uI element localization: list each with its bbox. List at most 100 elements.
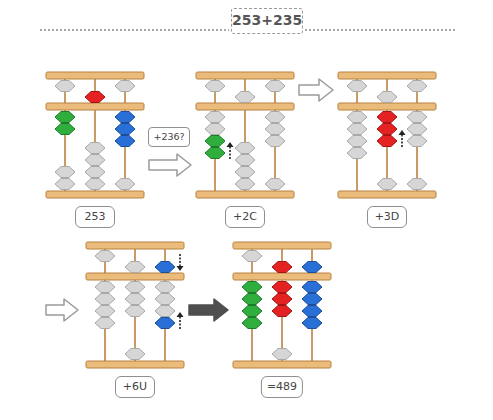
step-label: +6U [115, 376, 155, 398]
abacus-bar [46, 72, 144, 79]
abacus-bead [265, 124, 285, 135]
abacus-bead [205, 112, 225, 123]
abacus-bar [46, 103, 144, 110]
abacus-bead [125, 306, 145, 317]
abacus-bead [235, 179, 255, 190]
note-box: +236? [148, 127, 190, 147]
abacus-bead [347, 124, 367, 135]
abacus-bead [272, 282, 292, 293]
abacus-bead [407, 112, 427, 123]
abacus-bar [86, 242, 184, 249]
abacus-bead [115, 124, 135, 135]
abacus-bead [302, 294, 322, 305]
abacus-bar [338, 191, 436, 198]
abacus-bead [265, 81, 285, 92]
abacus-bead [115, 136, 135, 147]
abacus-bar [233, 242, 331, 249]
abacus-bead [155, 294, 175, 305]
abacus-bead [272, 306, 292, 317]
abacus-bead [272, 262, 292, 273]
abacus-bead [125, 262, 145, 273]
abacus-bead [235, 143, 255, 154]
title-box: 253+235 [231, 8, 303, 34]
abacus-bar [338, 103, 436, 110]
abacus [85, 240, 185, 370]
abacus-bead [155, 262, 175, 273]
abacus-bead [95, 294, 115, 305]
abacus-bead [377, 179, 397, 190]
header-rule [40, 29, 229, 30]
step-label: +3D [367, 206, 407, 228]
abacus-bead [115, 112, 135, 123]
abacus-bead [115, 179, 135, 190]
abacus-bar [233, 273, 331, 280]
abacus-bead [55, 81, 75, 92]
move-arrow [401, 135, 403, 147]
abacus-bead [125, 282, 145, 293]
move-arrow-head [227, 142, 234, 147]
flow-arrow [189, 299, 228, 321]
abacus-bead [205, 136, 225, 147]
abacus-bead [242, 251, 262, 262]
abacus-bead [205, 148, 225, 159]
abacus [195, 70, 295, 200]
abacus-bead [407, 81, 427, 92]
abacus-bead [377, 136, 397, 147]
abacus [45, 70, 145, 200]
abacus-bead [155, 318, 175, 329]
abacus-bead [95, 318, 115, 329]
move-arrow [229, 147, 231, 159]
abacus-bead [377, 124, 397, 135]
step-label: =489 [261, 376, 303, 398]
abacus-bar [196, 72, 294, 79]
abacus-step: +2C [195, 70, 295, 230]
abacus-bar [86, 273, 184, 280]
abacus [232, 240, 332, 370]
flow-arrow [46, 299, 78, 321]
abacus-bead [235, 92, 255, 103]
abacus-bead [302, 282, 322, 293]
abacus-bead [155, 282, 175, 293]
abacus-bead [265, 136, 285, 147]
abacus-step: +6U [85, 240, 185, 400]
abacus-bar [196, 191, 294, 198]
move-arrow-head [177, 312, 184, 317]
abacus-bead [272, 349, 292, 360]
abacus-bead [95, 282, 115, 293]
abacus-bead [302, 306, 322, 317]
header-rule [305, 29, 456, 30]
abacus-bead [205, 124, 225, 135]
abacus-bead [115, 81, 135, 92]
abacus-bead [347, 81, 367, 92]
move-arrow-head [177, 266, 184, 271]
abacus-bead [242, 282, 262, 293]
note-text: +236? [153, 131, 184, 142]
abacus-bead [265, 179, 285, 190]
abacus-bar [46, 191, 144, 198]
flow-arrow [149, 154, 191, 176]
abacus-bead [55, 112, 75, 123]
abacus-step: =489 [232, 240, 332, 400]
abacus-bead [205, 81, 225, 92]
abacus-bead [242, 318, 262, 329]
abacus-bead [85, 143, 105, 154]
abacus-bar [338, 72, 436, 79]
abacus-bead [302, 262, 322, 273]
step-label: +2C [225, 206, 265, 228]
abacus-bead [242, 306, 262, 317]
abacus-bead [407, 179, 427, 190]
abacus-bead [407, 124, 427, 135]
abacus-bead [85, 167, 105, 178]
abacus-bead [347, 136, 367, 147]
move-arrow-head [399, 130, 406, 135]
abacus-bead [235, 167, 255, 178]
abacus-bar [86, 361, 184, 368]
abacus-bead [55, 124, 75, 135]
abacus-bead [85, 92, 105, 103]
abacus-bead [407, 136, 427, 147]
abacus-bead [95, 251, 115, 262]
flow-arrow [299, 79, 333, 101]
abacus-bead [125, 294, 145, 305]
